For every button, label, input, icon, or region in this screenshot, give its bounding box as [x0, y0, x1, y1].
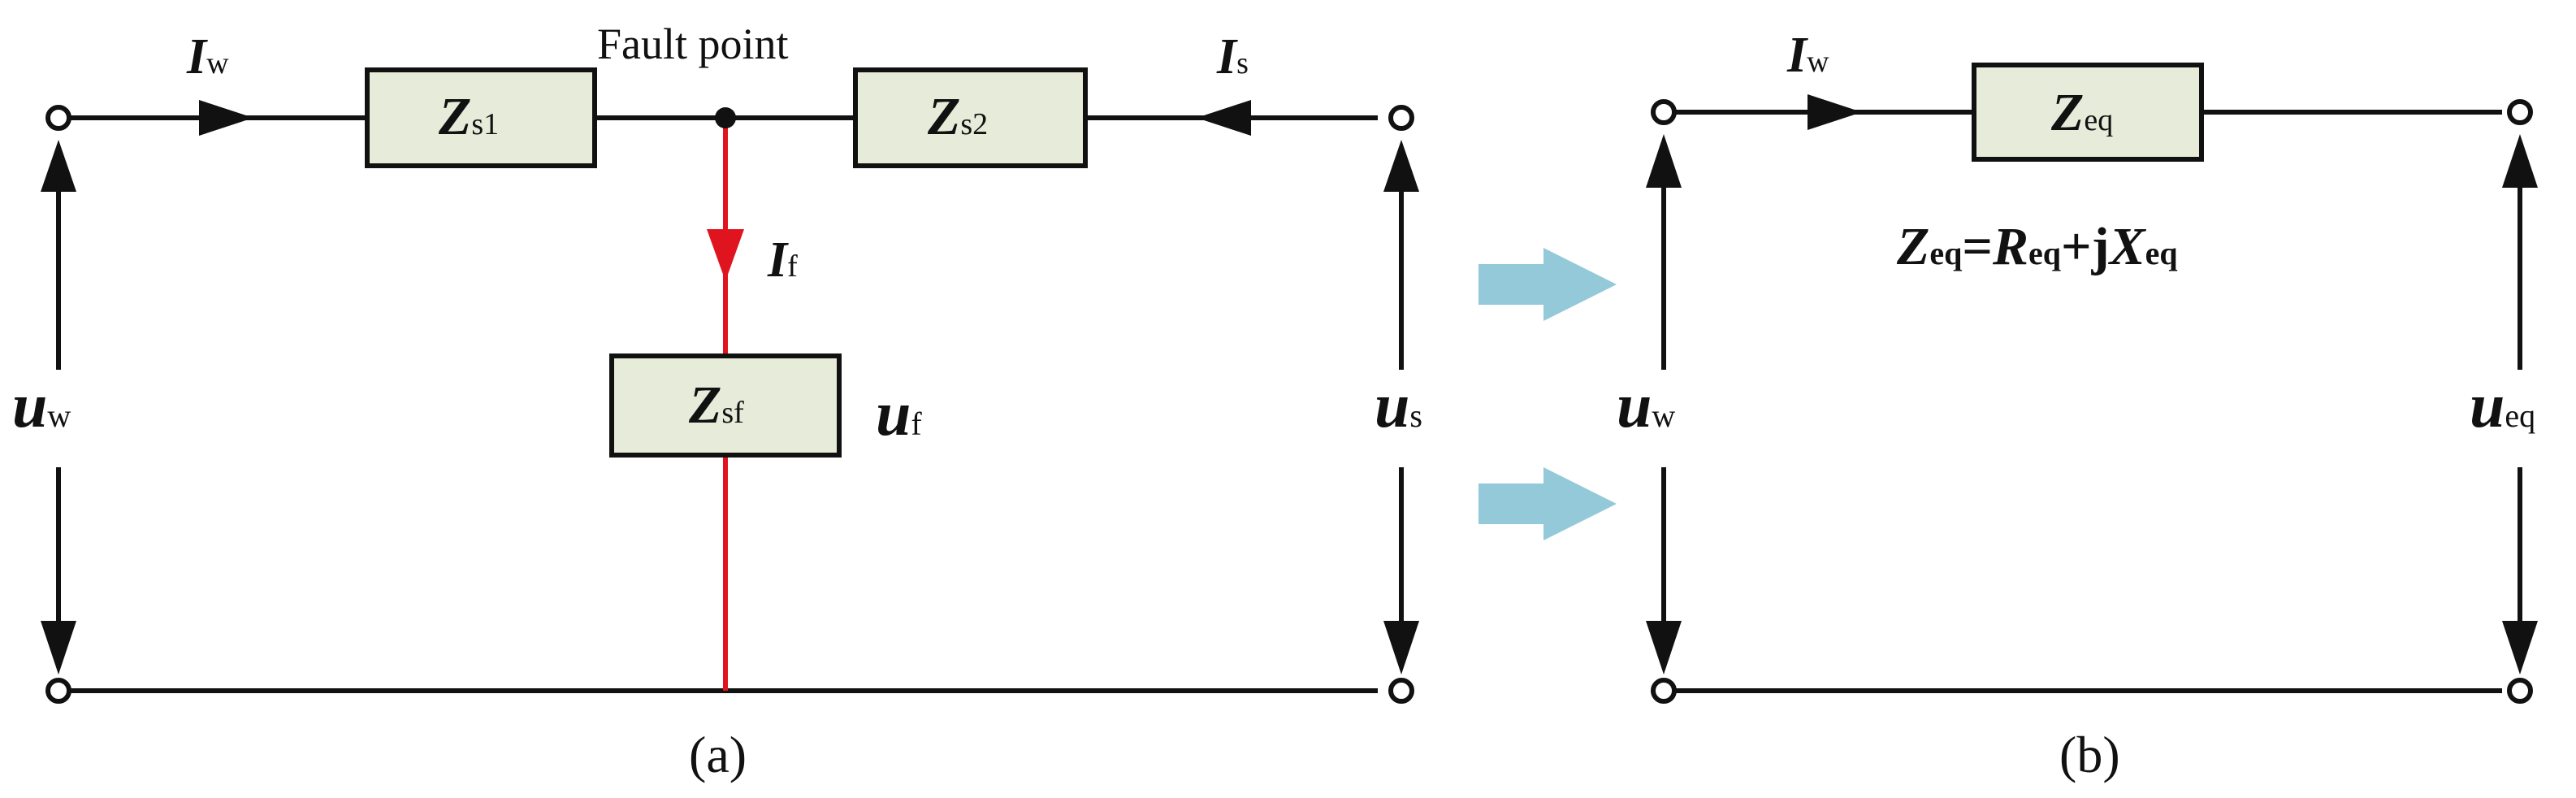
- terminal-bottom-right: [1388, 678, 1414, 704]
- uw-label: uw: [12, 370, 71, 440]
- b-terminal-top-left: [1651, 99, 1677, 125]
- us-arrow-up-head: [1383, 140, 1419, 192]
- zeq-impedance-box: [1972, 63, 2204, 162]
- uw-arrow-up-head: [41, 140, 76, 192]
- us-label: us: [1375, 370, 1422, 440]
- iw-label: Iw: [186, 29, 229, 85]
- panel-a-caption: (a): [689, 726, 747, 783]
- b-ueq-arrow-up-head: [2502, 134, 2538, 188]
- zs2-label: Zs2: [927, 87, 988, 146]
- uw-arrow-down-head: [41, 621, 76, 674]
- panel-b-caption: (b): [2059, 726, 2120, 783]
- fault-point-label: Fault point: [597, 20, 789, 68]
- b-ueq-arrow-down-head: [2502, 621, 2538, 674]
- transform-arrow-lower: [1478, 467, 1617, 540]
- us-arrow-down-head: [1383, 621, 1419, 674]
- zsf-impedance-box: [609, 353, 842, 458]
- zs2-impedance-box: [853, 67, 1088, 168]
- if-label: If: [767, 232, 798, 288]
- b-terminal-bottom-left: [1651, 678, 1677, 704]
- fault-point-node: [715, 107, 736, 128]
- b-ueq-label: ueq: [2470, 370, 2535, 440]
- zsf-label: Zsf: [688, 375, 744, 435]
- b-iw-label: Iw: [1786, 28, 1829, 83]
- is-label: Is: [1216, 29, 1249, 85]
- b-terminal-bottom-right: [2507, 678, 2533, 704]
- transform-arrows: [1478, 248, 1617, 540]
- panel-b: Iw Zeq Zeq=Req+jXeq uw ueq (b): [1617, 28, 2538, 783]
- terminal-bottom-left: [45, 678, 71, 704]
- zeq-label: Zeq: [2050, 83, 2113, 142]
- zs1-label: Zs1: [438, 87, 499, 146]
- terminal-top-right: [1388, 105, 1414, 131]
- b-uw-label: uw: [1617, 370, 1675, 440]
- transform-arrow-upper: [1478, 248, 1617, 321]
- fault-current-arrow: [707, 229, 744, 281]
- b-uw-arrow-up-head: [1646, 134, 1682, 188]
- b-terminal-top-right: [2507, 99, 2533, 125]
- b-iw-current-arrow: [1808, 94, 1862, 130]
- zs1-impedance-box: [365, 67, 597, 168]
- uf-label: uf: [876, 378, 922, 449]
- panel-a: Iw Is Fault point If Zs1 Zs2 Zsf uw uf u…: [12, 20, 1422, 783]
- iw-current-arrow: [199, 100, 253, 136]
- terminal-top-left: [45, 105, 71, 131]
- is-current-arrow: [1197, 100, 1251, 136]
- b-uw-arrow-down-head: [1646, 621, 1682, 674]
- zeq-formula: Zeq=Req+jXeq: [1896, 217, 2178, 276]
